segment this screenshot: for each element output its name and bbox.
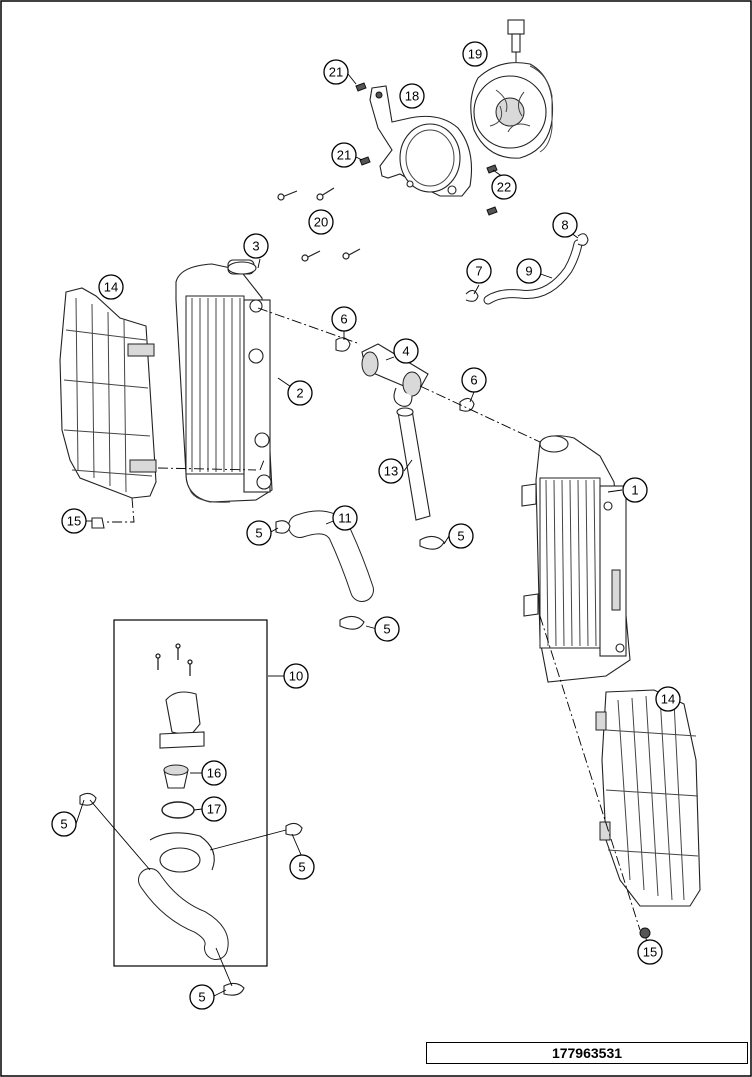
left-screw (91, 517, 105, 529)
callout-5: 5 (374, 616, 400, 642)
callout-15-label: 15 (67, 514, 81, 529)
callout-21: 21 (323, 59, 349, 85)
callout-16-label: 16 (207, 766, 221, 781)
callout-8: 8 (552, 212, 578, 238)
screws (277, 82, 498, 262)
callout-6-label: 6 (340, 312, 347, 327)
thermostat-kit-box (79, 619, 303, 996)
callout-14-label: 14 (104, 280, 118, 295)
callout-15: 15 (61, 508, 87, 534)
callout-11: 11 (332, 505, 358, 531)
callout-10: 10 (283, 663, 309, 689)
fan-assembly (470, 19, 554, 159)
callout-17: 17 (201, 796, 227, 822)
document-number: 177963531 (426, 1042, 748, 1064)
assembly-centerlines (104, 307, 641, 931)
left-radiator (175, 259, 273, 503)
callout-5-label: 5 (457, 529, 464, 544)
callout-15-label: 15 (643, 945, 657, 960)
callout-5: 5 (189, 984, 215, 1010)
callout-5-label: 5 (298, 860, 305, 875)
callout-6: 6 (461, 367, 487, 393)
callout-6: 6 (331, 306, 357, 332)
callout-5: 5 (448, 523, 474, 549)
callout-19: 19 (462, 41, 488, 67)
callout-14-label: 14 (661, 692, 675, 707)
callout-14: 14 (98, 274, 124, 300)
callout-11-label: 11 (338, 511, 352, 526)
callout-19-label: 19 (468, 47, 482, 62)
callout-1: 1 (622, 477, 648, 503)
callout-8-label: 8 (561, 218, 568, 233)
right-shroud (595, 689, 701, 907)
connector-piece (335, 337, 475, 412)
callout-17-label: 17 (207, 802, 221, 817)
callout-5-label: 5 (198, 990, 205, 1005)
callout-18: 18 (399, 83, 425, 109)
bottom-screw (639, 927, 651, 939)
callout-10-label: 10 (289, 669, 303, 684)
callout-21: 21 (331, 142, 357, 168)
callout-21-label: 21 (329, 65, 343, 80)
callout-9-label: 9 (525, 264, 532, 279)
right-radiator (521, 435, 631, 683)
radiator-cap (227, 261, 257, 275)
hose-11 (275, 510, 445, 630)
callout-1-label: 1 (631, 483, 638, 498)
pipe-13 (396, 407, 431, 521)
callout-20-label: 20 (314, 215, 328, 230)
callout-5: 5 (289, 854, 315, 880)
fan-bracket (369, 85, 473, 197)
callout-18-label: 18 (405, 89, 419, 104)
small-hose (465, 233, 589, 305)
callout-5: 5 (51, 811, 77, 837)
callout-15: 15 (637, 939, 663, 965)
callout-2: 2 (287, 380, 313, 406)
callout-13: 13 (378, 458, 404, 484)
callout-5-label: 5 (60, 817, 67, 832)
callout-16: 16 (201, 760, 227, 786)
callout-5-label: 5 (255, 526, 262, 541)
callout-6-label: 6 (470, 373, 477, 388)
callout-7-label: 7 (475, 264, 482, 279)
callout-9: 9 (516, 258, 542, 284)
callout-5: 5 (246, 520, 272, 546)
callout-3: 3 (243, 233, 269, 259)
callout-14: 14 (655, 686, 681, 712)
left-shroud (59, 287, 157, 499)
callout-22: 22 (491, 174, 517, 200)
callout-13-label: 13 (384, 464, 398, 479)
callout-2-label: 2 (296, 386, 303, 401)
callout-5-label: 5 (383, 622, 390, 637)
callout-21-label: 21 (337, 148, 351, 163)
callout-3-label: 3 (252, 239, 259, 254)
callout-22-label: 22 (497, 180, 511, 195)
callout-4: 4 (393, 338, 419, 364)
callout-4-label: 4 (402, 344, 409, 359)
callout-20: 20 (308, 209, 334, 235)
callout-7: 7 (466, 258, 492, 284)
